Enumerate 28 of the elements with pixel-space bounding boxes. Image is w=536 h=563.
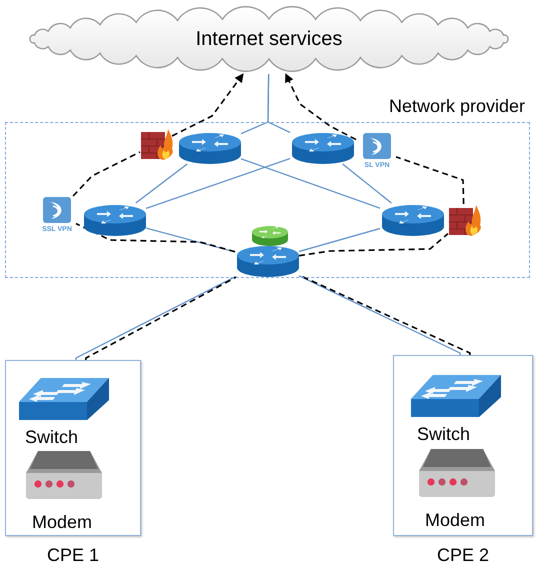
dashed-arrow — [284, 73, 356, 140]
connection-line — [342, 164, 392, 204]
firewall-icon — [449, 205, 481, 237]
router-icon — [291, 132, 355, 165]
router-icon — [178, 132, 242, 165]
router-icon — [236, 245, 300, 278]
router-icon — [83, 204, 147, 237]
router-icon — [381, 204, 445, 237]
device-label: Modem — [425, 510, 486, 531]
dashed-arrow — [172, 73, 244, 137]
dashed-line — [396, 156, 464, 204]
firewall-icon — [141, 129, 173, 161]
device-label: Switch — [25, 427, 78, 448]
dashed-line — [76, 222, 236, 252]
device-label: Switch — [417, 424, 470, 445]
dashed-line — [72, 151, 140, 197]
region-label: Network provider — [388, 96, 525, 117]
cloud-label: Internet services — [194, 28, 344, 51]
connection-line — [267, 74, 290, 133]
device-label: Modem — [32, 512, 92, 533]
dashed-line — [298, 233, 449, 256]
connection-line — [135, 164, 188, 204]
group-label: CPE 2 — [436, 545, 490, 563]
connection-line — [146, 158, 290, 209]
connection-line — [298, 228, 380, 252]
connection-line — [240, 158, 380, 209]
group-label: CPE 1 — [46, 545, 100, 563]
router-icon — [251, 225, 289, 247]
